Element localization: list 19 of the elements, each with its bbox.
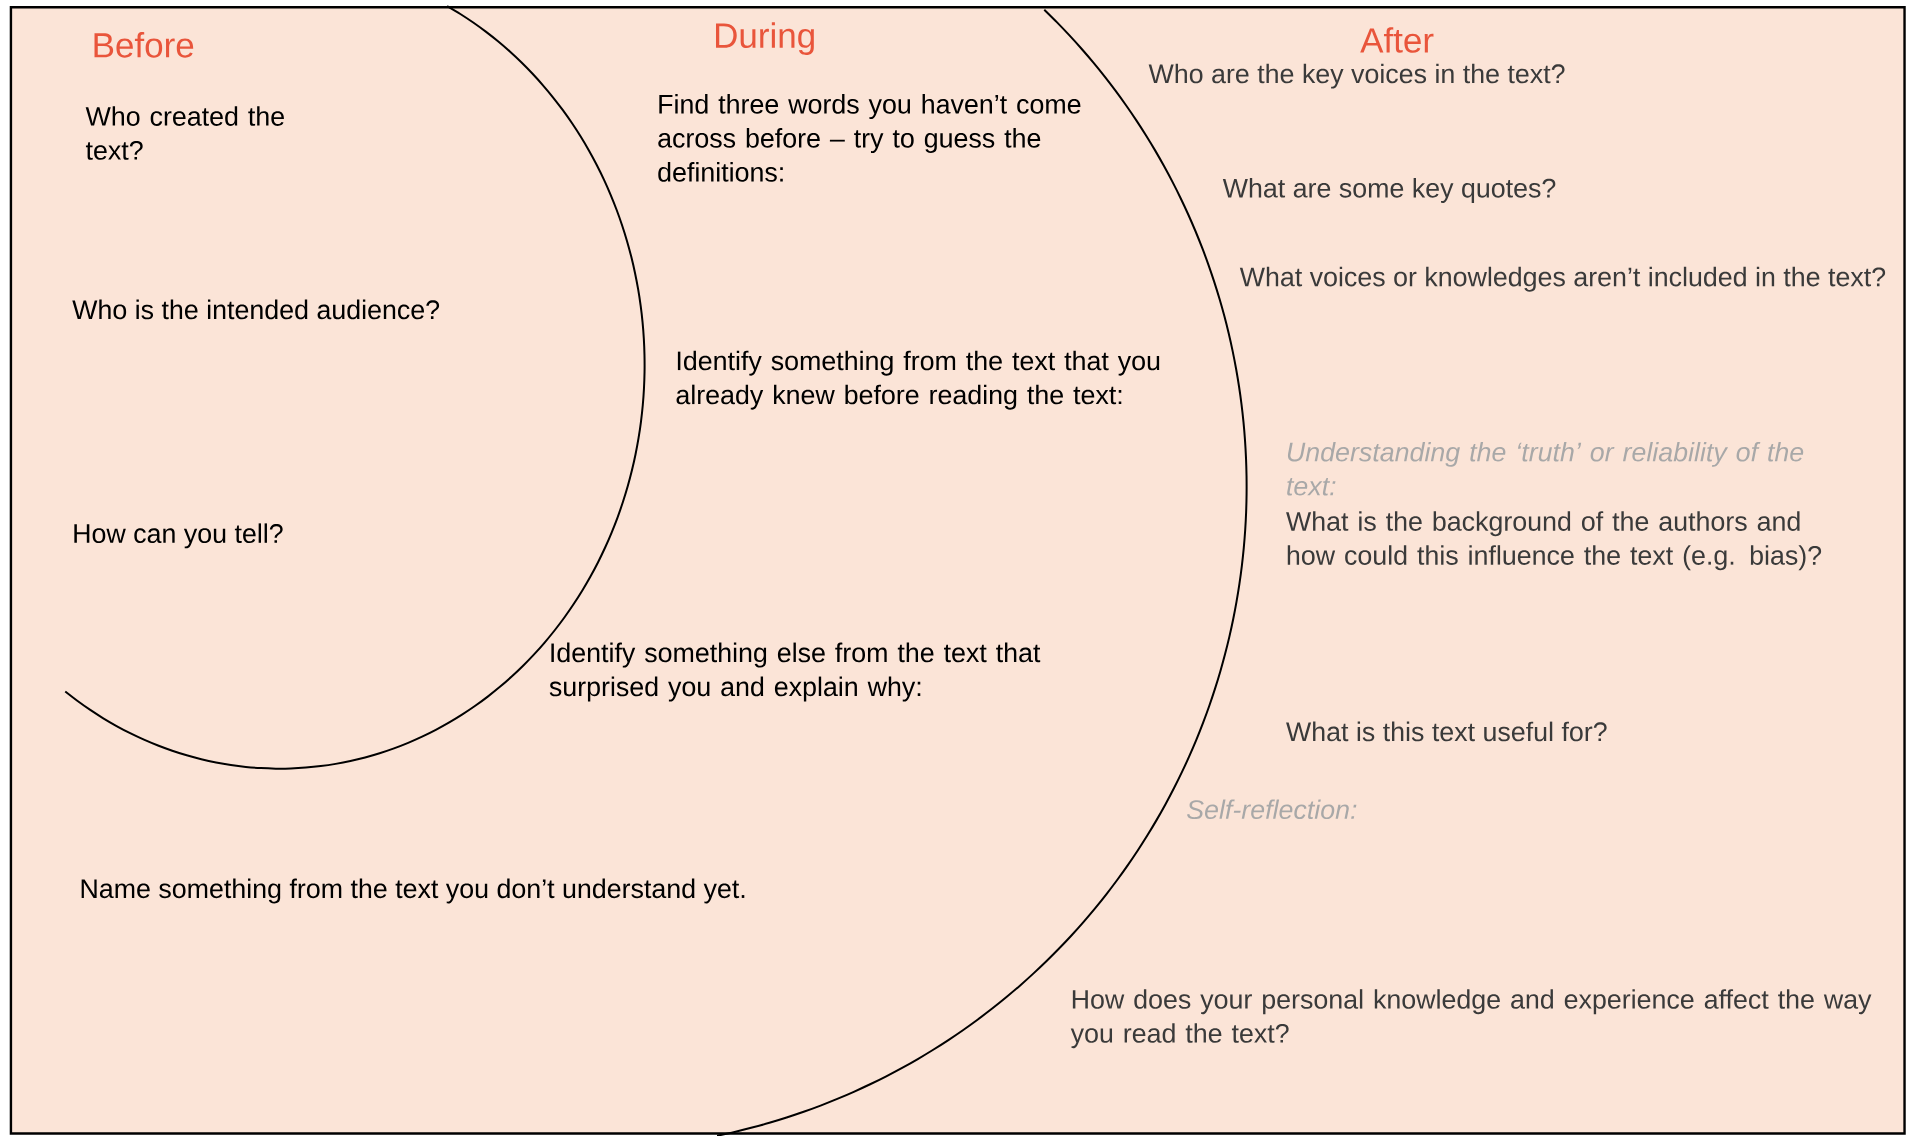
- question-text: What is this text useful for?: [1286, 721, 1607, 742]
- question-text: Who are the key voices in the text?: [1148, 63, 1565, 89]
- question-text: Who is the intended audience?: [72, 299, 440, 320]
- question-text: Identify something else from the text that surprised you and explain why:: [549, 642, 1041, 702]
- frame-box: [9, 6, 1906, 1135]
- heading: Before: [94, 32, 194, 58]
- question-text: Name something from the text you don’t understand yet.: [81, 878, 745, 904]
- question-text: What voices or knowledges aren’t included in the text?: [1239, 266, 1886, 292]
- heading: After: [1360, 27, 1434, 53]
- question-text: How does your personal knowledge and experience affect the way you read the text?: [1070, 989, 1872, 1049]
- question-text: Who created the text?: [85, 106, 284, 160]
- question-text: Identify something from the text that you already knew before reading the text:: [676, 350, 1160, 410]
- question-text: How can you tell?: [74, 523, 283, 549]
- question-text: What are some key quotes?: [1222, 178, 1556, 203]
- question-text: What is the background of the authors and how could this influence the text (e.g. bias)?: [1286, 511, 1822, 571]
- section-note: Understanding the ‘truth’ or reliability of the text:: [1287, 441, 1804, 496]
- question-text: Find three words you haven’t come across before – try to guess the definitions:: [658, 94, 1081, 182]
- heading: During: [716, 22, 814, 55]
- section-note: Self-reflection:: [1186, 799, 1357, 820]
